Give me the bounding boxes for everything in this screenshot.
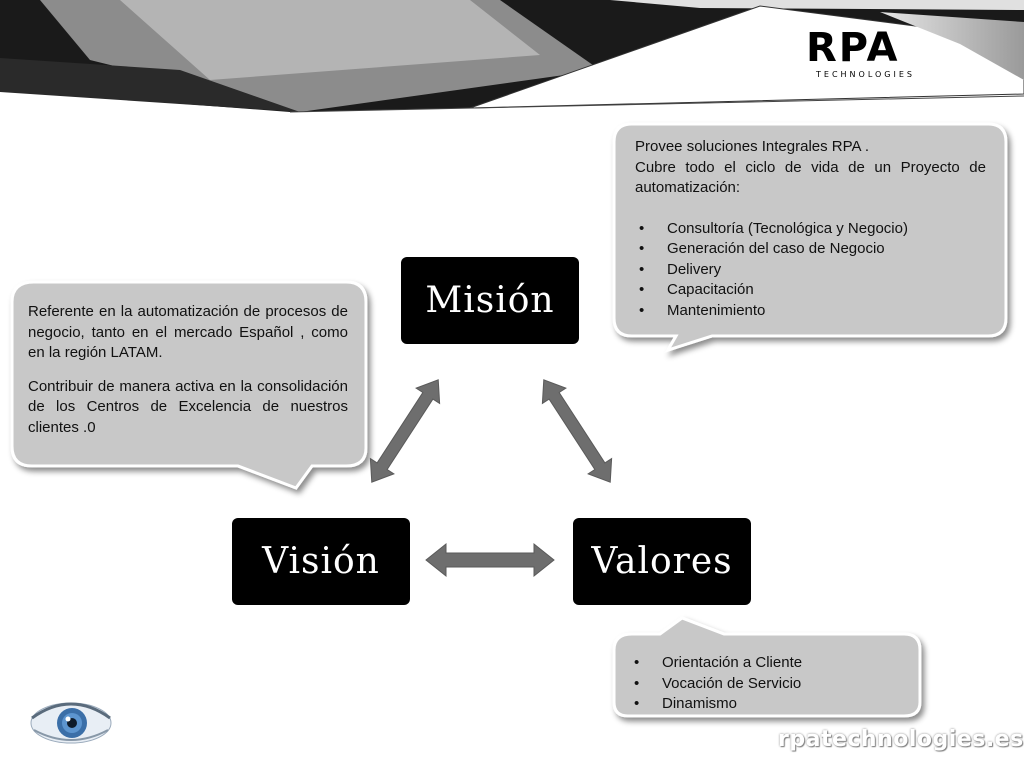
valores-item: Vocación de Servicio xyxy=(630,674,910,695)
valores-node: Valores xyxy=(573,518,751,605)
vision-bubble-text: Referente en la automatización de proces… xyxy=(28,302,348,438)
mision-bubble-text: Provee soluciones Integrales RPA . Cubre… xyxy=(635,137,986,321)
valores-item: Orientación a Cliente xyxy=(630,653,910,674)
vision-paragraph-2: Contribuir de manera activa en la consol… xyxy=(28,377,348,436)
eye-icon xyxy=(30,702,112,744)
arrow-mision-valores xyxy=(541,379,613,483)
mision-line-1: Provee soluciones Integrales RPA . xyxy=(635,138,870,155)
valores-item: Dinamismo xyxy=(630,694,910,715)
mision-item: Generación del caso de Negocio xyxy=(635,239,986,260)
mision-item: Consultoría (Tecnológica y Negocio) xyxy=(635,219,986,240)
rpa-logo: RPA TECHNOLOGIES xyxy=(806,28,936,79)
logo-tagline: TECHNOLOGIES xyxy=(816,70,915,79)
website-label: rpatechnologies.es xyxy=(778,727,1024,752)
mision-line-2: Cubre todo el ciclo de vida de un Proyec… xyxy=(635,158,986,197)
vision-bubble xyxy=(10,280,368,490)
mision-item: Capacitación xyxy=(635,280,986,301)
arrow-mision-vision xyxy=(369,379,441,483)
valores-bubble-text: Orientación a Cliente Vocación de Servic… xyxy=(630,653,910,715)
mision-node: Misión xyxy=(401,257,579,344)
vision-paragraph-1: Referente en la automatización de proces… xyxy=(28,303,348,361)
arrow-vision-valores xyxy=(425,542,555,578)
header-banner xyxy=(0,0,1024,113)
vision-node: Visión xyxy=(232,518,410,605)
mision-item: Delivery xyxy=(635,260,986,281)
logo-name: RPA xyxy=(806,25,900,71)
mision-item: Mantenimiento xyxy=(635,301,986,322)
